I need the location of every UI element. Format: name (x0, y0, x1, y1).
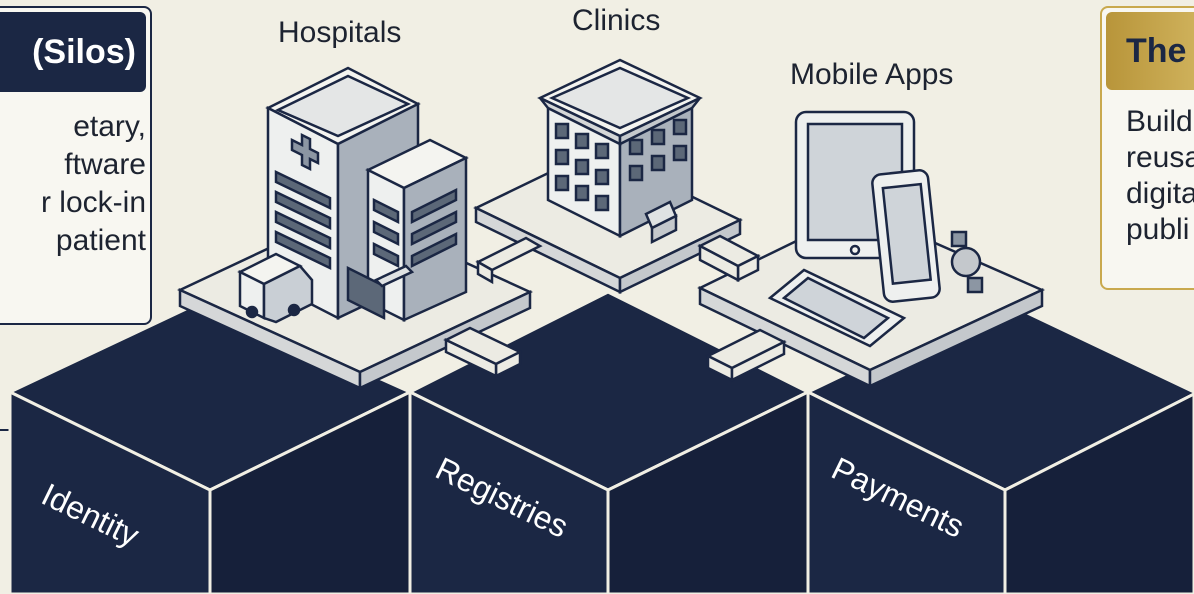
bridge-mobile-registries (705, 328, 787, 383)
solution-panel: The Build reusa digita publi (1100, 6, 1194, 290)
silos-panel-header: (Silos) (0, 12, 146, 92)
silos-panel-text: etary, ftware r lock-in patient (40, 110, 146, 257)
mobile-apps-label: Mobile Apps (790, 58, 954, 91)
bridge-hospital-clinic (475, 236, 543, 285)
hospitals-label: Hospitals (278, 16, 402, 49)
bridge-clinic-mobile (697, 234, 761, 283)
silos-panel: (Silos) etary, ftware r lock-in patient (0, 6, 152, 325)
bridge-hospital-registries (443, 326, 523, 379)
registries-block (406, 290, 812, 594)
clinic-icon (537, 58, 703, 245)
watch-icon (950, 246, 982, 278)
solution-panel-header: The (1106, 12, 1194, 90)
clinics-label: Clinics (572, 4, 661, 37)
mobile-devices-icon (767, 110, 984, 348)
ambulance-icon (237, 252, 314, 324)
solution-panel-text: Build reusa digita publi (1126, 105, 1194, 246)
hospital-icon (265, 66, 469, 323)
mobile-platform (697, 208, 1046, 388)
